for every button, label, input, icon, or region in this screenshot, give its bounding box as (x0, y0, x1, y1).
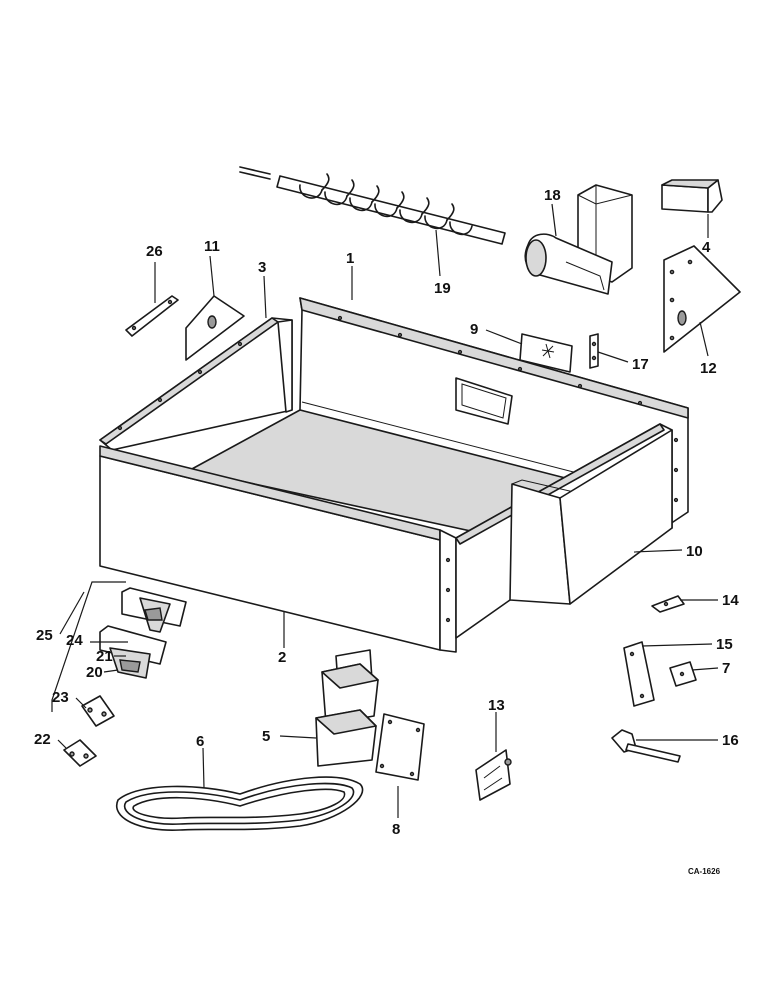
callout-19: 19 (434, 280, 451, 297)
rod-part (611, 729, 681, 763)
callout-24: 24 (66, 632, 83, 649)
drawing-code: CA-1626 (688, 867, 721, 876)
angled-plate-part (623, 641, 655, 707)
small-plate-part (669, 661, 697, 687)
belt-part (115, 776, 364, 831)
spout-part (524, 184, 633, 295)
mounting-plate-part (475, 749, 512, 801)
auger-part (239, 166, 506, 245)
callout-10: 10 (686, 543, 703, 560)
callout-14: 14 (722, 592, 739, 609)
callout-3: 3 (258, 259, 266, 276)
callout-20: 20 (86, 664, 103, 681)
callout-22: 22 (34, 731, 51, 748)
callout-9: 9 (470, 321, 478, 338)
grain-tank-box (99, 297, 689, 653)
callout-7: 7 (722, 660, 730, 677)
side-plate-part (663, 245, 741, 353)
bolted-plate-part (375, 713, 425, 781)
linkage-assembly (51, 581, 187, 767)
callout-21: 21 (96, 648, 113, 665)
callout-18: 18 (544, 187, 561, 204)
callout-26: 26 (146, 243, 163, 260)
plate-part (519, 333, 573, 373)
callout-5: 5 (262, 728, 270, 745)
callout-15: 15 (716, 636, 733, 653)
callout-13: 13 (488, 697, 505, 714)
callout-23: 23 (52, 689, 69, 706)
callout-25: 25 (36, 627, 53, 644)
callout-16: 16 (722, 732, 739, 749)
callout-labels: 1 2 3 4 5 6 7 8 9 10 11 12 13 14 15 16 1… (34, 187, 739, 876)
callout-4: 4 (702, 239, 711, 256)
callout-12: 12 (700, 360, 717, 377)
gusset-part (185, 295, 245, 361)
small-bracket-part (651, 595, 685, 613)
callout-8: 8 (392, 821, 400, 838)
strap-part (125, 295, 179, 337)
block-stack-part (315, 649, 379, 767)
clip-part (589, 333, 599, 369)
rivet-row (117, 315, 679, 623)
callout-6: 6 (196, 733, 204, 750)
callout-2: 2 (278, 649, 286, 666)
bracket-part (661, 179, 723, 213)
callout-17: 17 (632, 356, 649, 373)
callout-1: 1 (346, 250, 354, 267)
leader-lines (57, 203, 719, 818)
callout-11: 11 (204, 238, 220, 255)
